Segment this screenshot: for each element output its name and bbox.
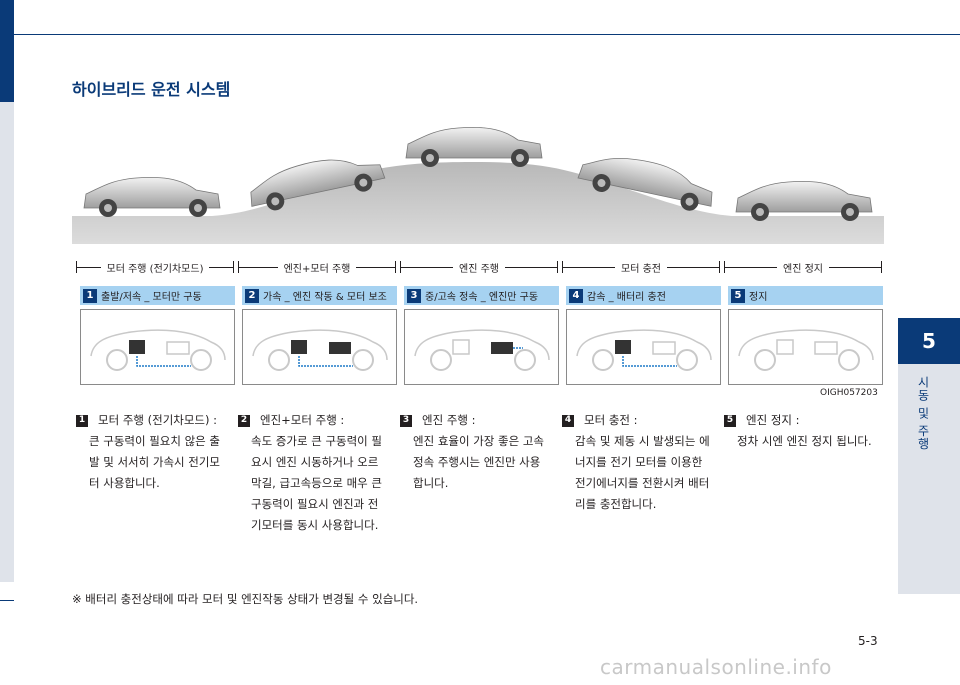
description-number: 3	[400, 414, 412, 427]
left-divider	[0, 600, 14, 601]
image-code: OIGH057203	[820, 388, 878, 398]
description-4: 4 모터 충전 : 감속 및 제동 시 발생되는 에너지를 전기 모터를 이용한 …	[562, 410, 712, 515]
section-title: 하이브리드 운전 시스템	[72, 80, 231, 99]
phase-4: 모터 충전	[562, 258, 720, 276]
description-body: 감속 및 제동 시 발생되는 에너지를 전기 모터를 이용한 전기에너지를 전환…	[575, 434, 710, 511]
description-number: 1	[76, 414, 88, 427]
description-2: 2 엔진+모터 주행 : 속도 증가로 큰 구동력이 필요시 엔진 시동하거나 오…	[238, 410, 388, 536]
description-5: 5 엔진 정지 : 정차 시엔 엔진 정지 됩니다.	[724, 410, 874, 452]
description-body: 엔진 효율이 가장 좋은 고속 정속 주행시는 엔진만 사용합니다.	[413, 434, 545, 490]
description-title: 모터 주행 (전기차모드) :	[98, 413, 218, 427]
mode-header-2: 2 가속 _ 엔진 작동 & 모터 보조	[242, 286, 397, 305]
mode-diagram-5	[728, 309, 883, 385]
mode-diagram-3	[404, 309, 559, 385]
description-1: 1 모터 주행 (전기차모드) : 큰 구동력이 필요치 않은 출발 및 서서히 …	[76, 410, 226, 494]
description-body: 속도 증가로 큰 구동력이 필요시 엔진 시동하거나 오르막길, 급고속등으로 …	[251, 434, 383, 532]
description-number: 4	[562, 414, 574, 427]
mode-header-3: 3 중/고속 정속 _ 엔진만 구동	[404, 286, 559, 305]
mode-number: 5	[731, 288, 745, 303]
mode-diagram-2	[242, 309, 397, 385]
phase-1: 모터 주행 (전기차모드)	[76, 258, 234, 276]
chapter-side-strip	[898, 364, 960, 594]
mode-number: 4	[569, 288, 583, 303]
mode-label: 중/고속 정속 _ 엔진만 구동	[425, 292, 539, 303]
phase-3: 엔진 주행	[400, 258, 558, 276]
description-body: 정차 시엔 엔진 정지 됩니다.	[737, 434, 872, 448]
left-accent-bar	[0, 0, 14, 102]
watermark: carmanualsonline.info	[600, 655, 832, 679]
mode-label: 정지	[749, 292, 768, 303]
left-sidebar	[0, 102, 14, 582]
phase-5: 엔진 정지	[724, 258, 882, 276]
page-number: 5-3	[858, 634, 878, 648]
mode-number: 3	[407, 288, 421, 303]
mode-number: 2	[245, 288, 259, 303]
description-title: 엔진 정지 :	[746, 413, 800, 427]
phase-label: 엔진+모터 주행	[277, 259, 357, 275]
phase-label: 모터 주행 (전기차모드)	[100, 259, 210, 275]
description-number: 2	[238, 414, 250, 427]
phase-label: 모터 충전	[615, 259, 667, 275]
description-title: 모터 충전 :	[584, 413, 638, 427]
mode-diagram-4	[566, 309, 721, 385]
mode-header-5: 5 정지	[728, 286, 883, 305]
right-rule	[890, 34, 960, 35]
chapter-tab[interactable]: 5	[898, 318, 960, 364]
description-title: 엔진 주행 :	[422, 413, 476, 427]
description-title: 엔진+모터 주행 :	[260, 413, 345, 427]
mode-label: 감속 _ 배터리 충전	[587, 292, 666, 303]
description-body: 큰 구동력이 필요치 않은 출발 및 서서히 가속시 전기모터 사용합니다.	[89, 434, 221, 490]
top-rule	[14, 34, 890, 35]
phase-2: 엔진+모터 주행	[238, 258, 396, 276]
phase-label: 엔진 주행	[453, 259, 505, 275]
description-3: 3 엔진 주행 : 엔진 효율이 가장 좋은 고속 정속 주행시는 엔진만 사용합…	[400, 410, 550, 494]
hybrid-driving-illustration	[72, 118, 884, 244]
mode-number: 1	[83, 288, 97, 303]
mode-label: 가속 _ 엔진 작동 & 모터 보조	[263, 292, 387, 303]
phase-label: 엔진 정지	[777, 259, 829, 275]
footnote: ※ 배터리 충전상태에 따라 모터 및 엔진작동 상태가 변경될 수 있습니다.	[72, 592, 419, 606]
chapter-label: 시동 및 주행	[916, 376, 930, 451]
description-number: 5	[724, 414, 736, 427]
mode-header-4: 4 감속 _ 배터리 충전	[566, 286, 721, 305]
phase-row: 모터 주행 (전기차모드) 엔진+모터 주행 엔진 주행 모터 충전 엔진 정지	[76, 258, 884, 276]
mode-label: 출발/저속 _ 모터만 구동	[101, 292, 202, 303]
mode-header-1: 1 출발/저속 _ 모터만 구동	[80, 286, 235, 305]
mode-diagram-1	[80, 309, 235, 385]
